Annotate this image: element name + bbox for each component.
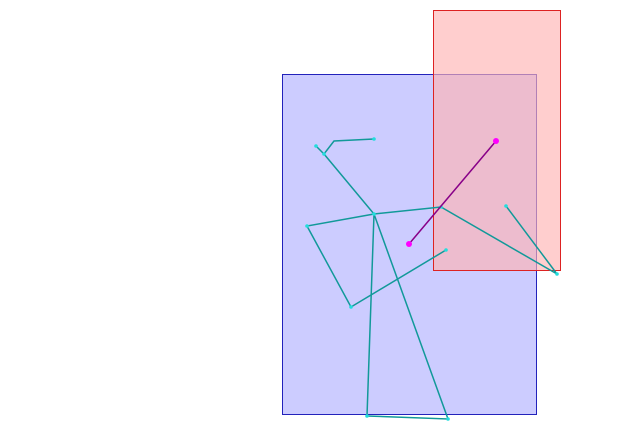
joint	[555, 272, 559, 276]
skeleton-head-stroke	[315, 138, 375, 156]
joint	[305, 224, 309, 228]
joint	[372, 212, 376, 216]
skeleton-arm-left	[305, 213, 447, 309]
highlight-segment	[406, 138, 499, 247]
joint	[372, 137, 376, 141]
joint	[444, 248, 448, 252]
skeleton-arm-right	[373, 205, 558, 275]
joint	[446, 417, 450, 421]
highlight-endpoint-end	[493, 138, 499, 144]
joint	[349, 305, 353, 309]
joint	[504, 204, 508, 208]
highlight-endpoint-start	[406, 241, 412, 247]
joint	[365, 414, 369, 418]
highlight-line	[408, 140, 497, 245]
joint	[322, 152, 326, 156]
joint	[314, 144, 318, 148]
